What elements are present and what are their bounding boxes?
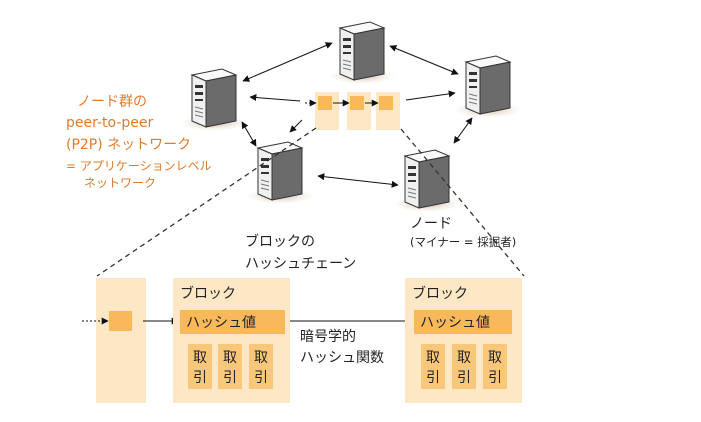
server-node-top — [327, 21, 397, 85]
svg-text:暗号学的: 暗号学的 — [300, 329, 356, 345]
svg-text:(マイナー = 採掘者): (マイナー = 採掘者) — [410, 235, 516, 249]
svg-text:(P2P) ネットワーク: (P2P) ネットワーク — [66, 137, 191, 153]
svg-text:引: 引 — [193, 370, 207, 386]
block-2: ブロック ハッシュ値 取 引 取 引 取 引 — [405, 278, 522, 403]
svg-text:ノード: ノード — [410, 216, 452, 232]
server-node-right — [453, 55, 523, 119]
svg-text:取: 取 — [223, 350, 237, 366]
svg-text:引: 引 — [426, 370, 440, 386]
node-label: ノード (マイナー = 採掘者) — [410, 216, 516, 249]
block-1-transactions: 取 引 取 引 取 引 — [188, 344, 273, 389]
mini-block-chain — [305, 92, 400, 130]
hash-chain-label: ブロックの ハッシュチェーン — [245, 233, 356, 272]
svg-text:取: 取 — [457, 350, 471, 366]
svg-text:取: 取 — [488, 350, 502, 366]
svg-text:引: 引 — [457, 370, 471, 386]
peer-network-label: ノード群の peer-to-peer (P2P) ネットワーク = アプリケーシ… — [66, 94, 212, 190]
svg-text:= アプリケーションレベル: = アプリケーションレベル — [66, 159, 212, 173]
zoom-guide-lines — [96, 127, 525, 277]
svg-text:取: 取 — [254, 350, 268, 366]
block-2-title: ブロック — [412, 285, 468, 302]
svg-text:peer-to-peer: peer-to-peer — [66, 115, 154, 131]
svg-text:引: 引 — [488, 370, 502, 386]
block-1: ブロック ハッシュ値 取 引 取 引 取 引 — [173, 278, 290, 403]
previous-block — [82, 278, 146, 403]
server-node-left — [179, 68, 249, 132]
block-1-title: ブロック — [180, 285, 236, 302]
svg-text:ハッシュ関数: ハッシュ関数 — [300, 350, 384, 366]
svg-text:ノード群の: ノード群の — [77, 94, 147, 110]
svg-text:引: 引 — [223, 370, 237, 386]
block-2-transactions: 取 引 取 引 取 引 — [421, 344, 507, 389]
svg-text:ネットワーク: ネットワーク — [84, 176, 156, 190]
svg-text:ハッシュチェーン: ハッシュチェーン — [245, 256, 356, 272]
block-1-hash: ハッシュ値 — [186, 315, 256, 331]
svg-text:引: 引 — [254, 370, 268, 386]
crypto-hash-label: 暗号学的 ハッシュ関数 — [300, 329, 384, 366]
block-2-hash: ハッシュ値 — [420, 315, 490, 331]
svg-text:取: 取 — [193, 350, 207, 366]
svg-text:取: 取 — [426, 350, 440, 366]
svg-text:ブロックの: ブロックの — [245, 233, 315, 250]
network-links — [241, 42, 473, 188]
server-node-bottom-left — [245, 141, 315, 205]
